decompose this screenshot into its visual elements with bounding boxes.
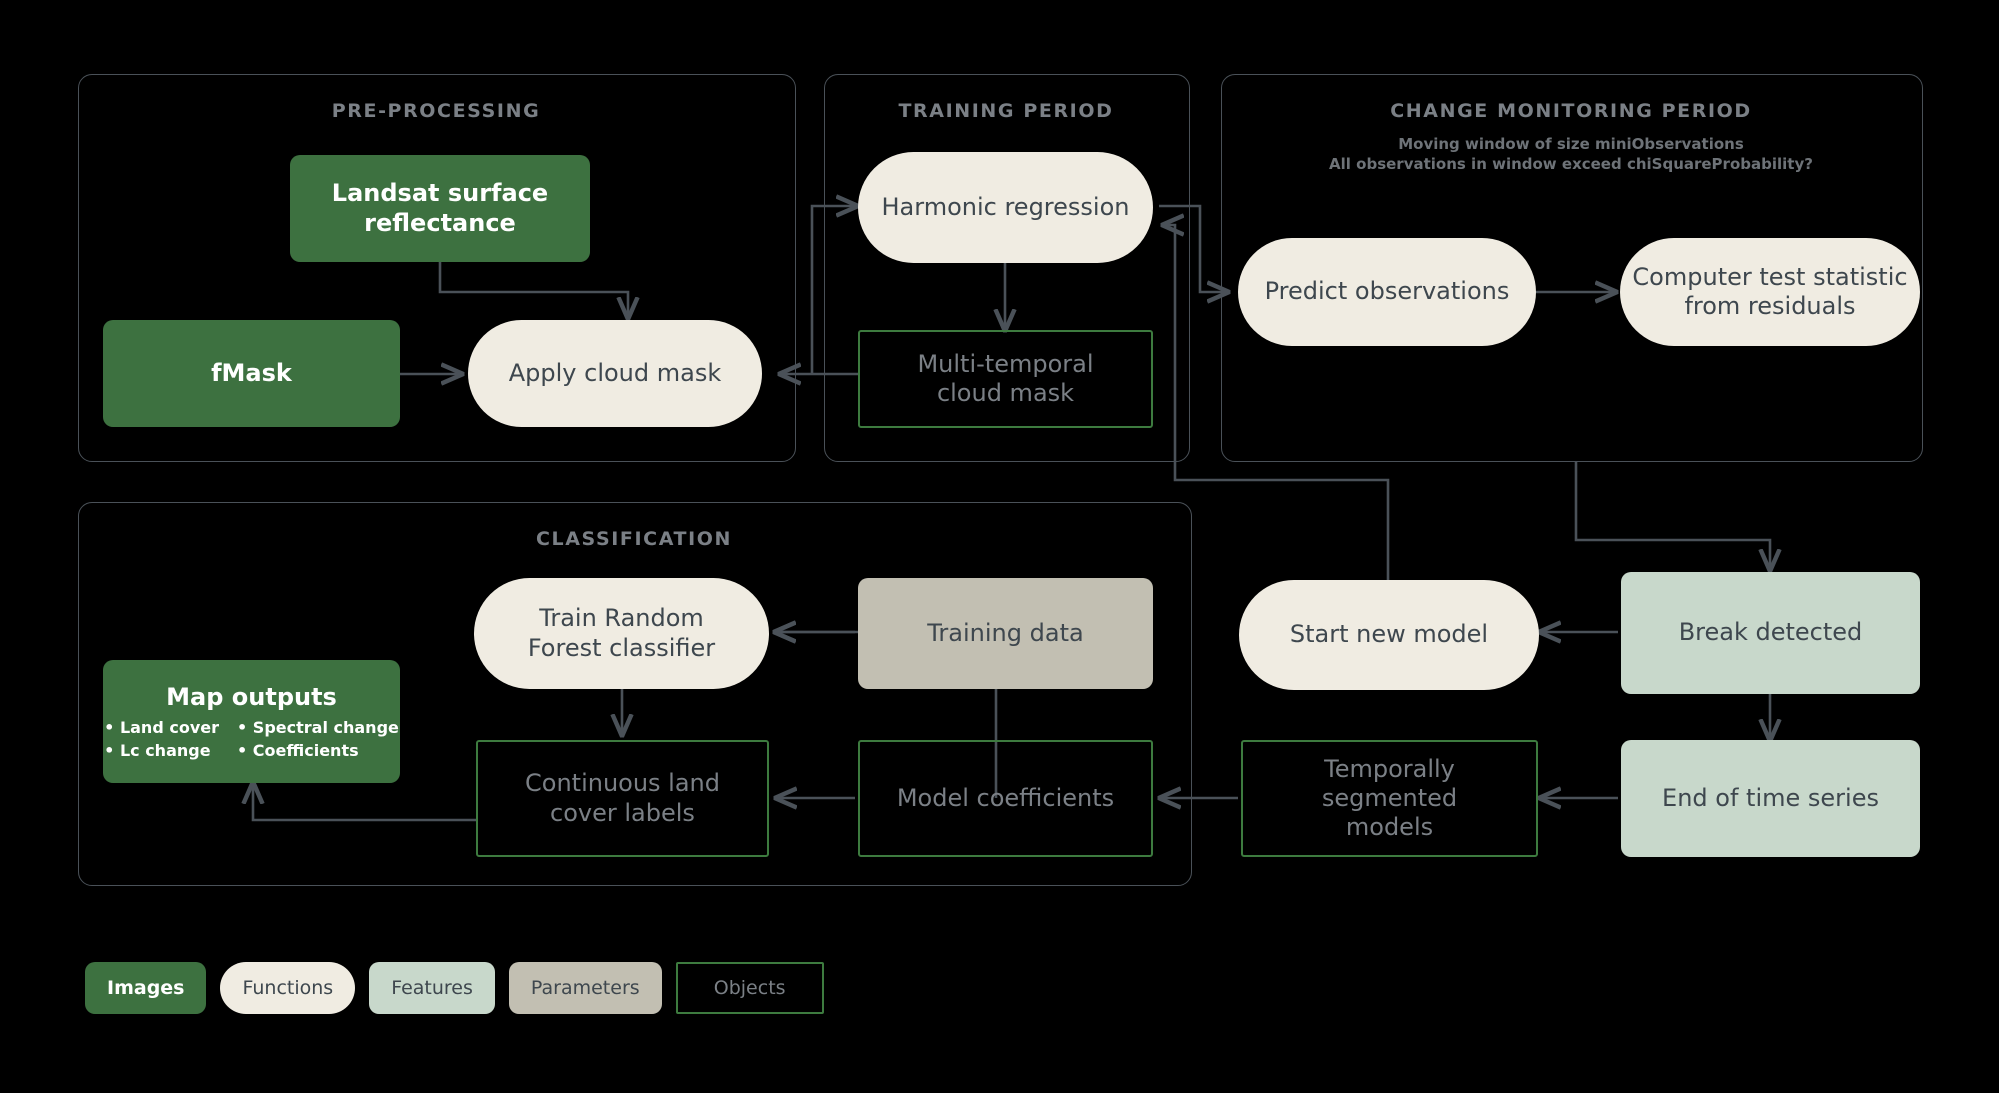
node-map-outputs[interactable]: Map outputs • Land cover • Lc change • S…: [103, 660, 400, 783]
node-label: fMask: [211, 358, 292, 387]
wire-applymask-to-harmonic: [810, 206, 857, 374]
map-output-item: • Land cover: [104, 718, 219, 738]
legend-item-objects[interactable]: Objects: [675, 962, 824, 1014]
panel-classification: [78, 502, 1192, 886]
node-label: End of time series: [1662, 783, 1879, 812]
map-output-item: • Coefficients: [237, 740, 359, 760]
node-label: Model coefficients: [896, 783, 1115, 812]
map-outputs-column-left: • Land cover • Lc change: [104, 718, 219, 760]
legend-label: Features: [391, 977, 473, 999]
legend-item-parameters[interactable]: Parameters: [508, 962, 662, 1014]
node-start-new-model[interactable]: Start new model: [1239, 580, 1539, 690]
legend-label: Parameters: [530, 977, 640, 999]
node-model-coefficients[interactable]: Model coefficients: [858, 740, 1153, 857]
node-label: Apply cloud mask: [508, 358, 722, 387]
wire-startmodel-to-harmonic: [1163, 225, 1390, 580]
node-harmonic-regression[interactable]: Harmonic regression: [858, 152, 1153, 263]
node-label: Predict observations: [1264, 277, 1510, 306]
node-label: Break detected: [1678, 618, 1863, 647]
panel-training-period: [824, 74, 1190, 462]
panel-change-monitoring-period: [1221, 74, 1923, 462]
legend-label: Functions: [242, 977, 334, 999]
legend: Images Functions Features Parameters Obj…: [85, 962, 824, 1014]
map-output-item: • Lc change: [104, 740, 211, 760]
node-break-detected[interactable]: Break detected: [1621, 572, 1920, 694]
map-outputs-column-right: • Spectral change • Coefficients: [237, 718, 399, 760]
node-predict-observations[interactable]: Predict observations: [1238, 238, 1536, 346]
node-label: Start new model: [1289, 620, 1489, 649]
map-output-item: • Spectral change: [237, 718, 399, 738]
legend-label: Images: [107, 977, 185, 999]
node-training-data[interactable]: Training data: [858, 578, 1153, 689]
wire-landsat-to-applymask: [438, 262, 628, 318]
wire-contlabels-to-mapoutputs: [253, 783, 476, 822]
node-label: Training data: [927, 618, 1084, 647]
map-outputs-title: Map outputs: [166, 682, 337, 711]
legend-item-features[interactable]: Features: [369, 962, 495, 1014]
node-label: Harmonic regression: [881, 192, 1130, 221]
wire-change-to-break: [1574, 462, 1770, 570]
wire-harmonic-to-predict: [1159, 204, 1228, 292]
legend-item-functions[interactable]: Functions: [220, 962, 356, 1014]
legend-item-images[interactable]: Images: [85, 962, 207, 1014]
legend-label: Objects: [713, 977, 786, 999]
node-end-of-time-series[interactable]: End of time series: [1621, 740, 1920, 857]
node-fmask[interactable]: fMask: [103, 320, 400, 427]
node-apply-cloud-mask[interactable]: Apply cloud mask: [468, 320, 762, 427]
panel-pre-processing: [78, 74, 796, 462]
